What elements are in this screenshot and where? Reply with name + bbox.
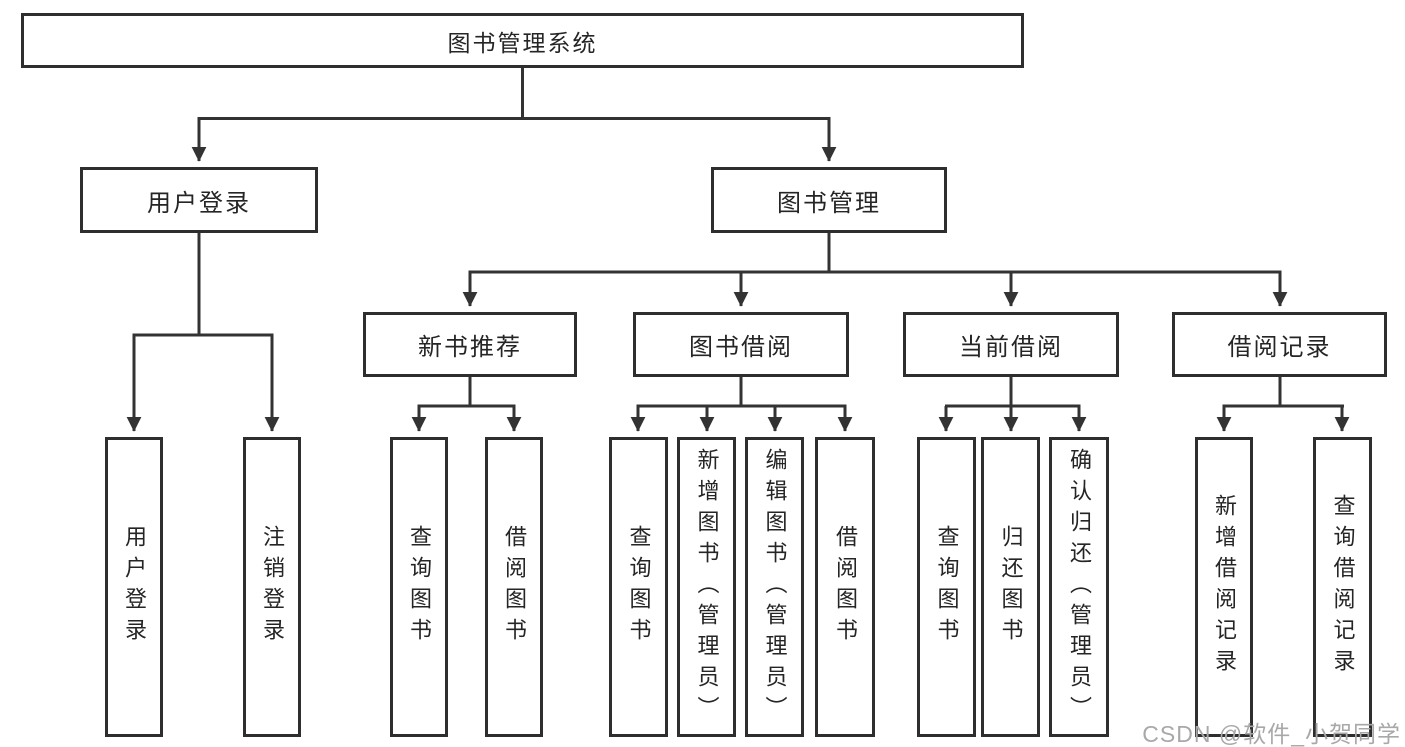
leaf-borrow-books-borrowing: 借阅图书 bbox=[815, 437, 875, 737]
leaf-logout: 注销登录 bbox=[243, 437, 301, 737]
node-new-book-recommendation: 新书推荐 bbox=[363, 312, 577, 377]
leaf-add-borrow-record: 新增借阅记录 bbox=[1195, 437, 1253, 737]
node-borrowing-records: 借阅记录 bbox=[1172, 312, 1387, 377]
csdn-watermark: CSDN @软件_小贺同学 bbox=[1142, 721, 1401, 747]
node-book-management: 图书管理 bbox=[711, 167, 947, 233]
leaf-query-borrow-record: 查询借阅记录 bbox=[1313, 437, 1372, 737]
node-current-borrowing: 当前借阅 bbox=[903, 312, 1119, 377]
leaf-user-login: 用户登录 bbox=[105, 437, 163, 737]
node-book-borrowing: 图书借阅 bbox=[633, 312, 849, 377]
node-library-management-system: 图书管理系统 bbox=[21, 13, 1024, 68]
leaf-confirm-return-admin: 确认归还（管理员） bbox=[1049, 437, 1109, 737]
leaf-add-book-admin: 新增图书（管理员） bbox=[677, 437, 736, 737]
node-user-login: 用户登录 bbox=[80, 167, 318, 233]
leaf-return-book: 归还图书 bbox=[981, 437, 1040, 737]
leaf-borrow-books-recommend: 借阅图书 bbox=[485, 437, 543, 737]
leaf-query-books-borrowing: 查询图书 bbox=[609, 437, 668, 737]
leaf-query-books-recommend: 查询图书 bbox=[390, 437, 448, 737]
leaf-edit-book-admin: 编辑图书（管理员） bbox=[745, 437, 804, 737]
leaf-query-books-current: 查询图书 bbox=[917, 437, 976, 737]
